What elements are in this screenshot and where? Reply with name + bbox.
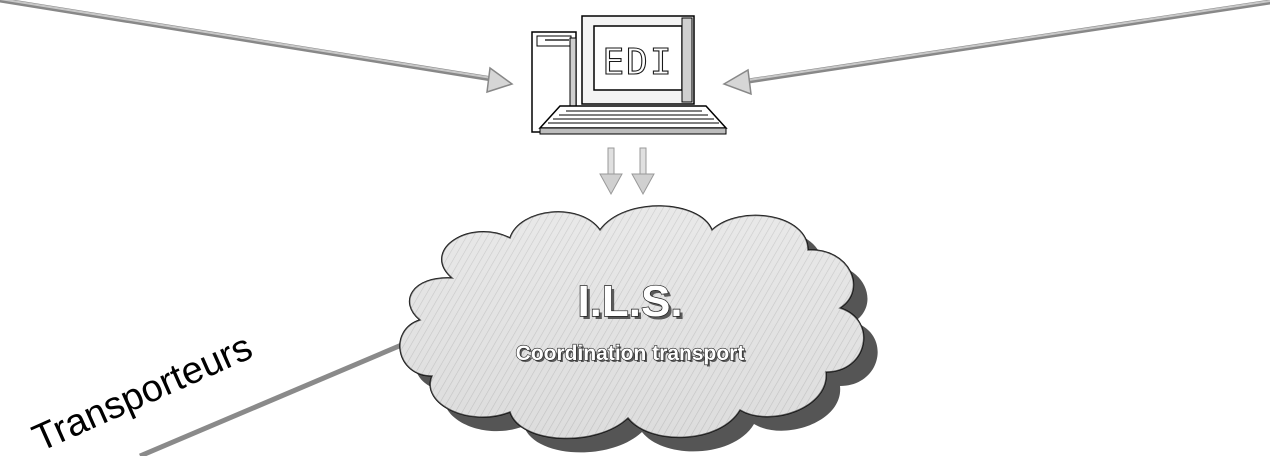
arrow-from-right [722,0,1270,96]
cloud-shape [399,205,878,453]
transporteurs-label: Transporteurs [27,326,259,456]
cloud-title: I.L.S. [577,277,682,326]
computer-keyboard [538,105,728,135]
down-arrow-icon [599,147,623,196]
edi-screen-label: EDI [602,42,673,83]
computer-monitor: EDI [581,15,695,105]
down-arrows [599,147,655,196]
down-arrow-icon [631,147,655,196]
cloud-subtitle-shadow: Coordination transport [518,344,747,367]
computer-icon: EDI [531,15,728,135]
transporteurs-connector [139,335,419,456]
cloud-subtitle: Coordination transport [516,342,745,365]
cloud-title-shadow: I.L.S. [580,280,685,329]
arrow-from-left [0,0,514,94]
